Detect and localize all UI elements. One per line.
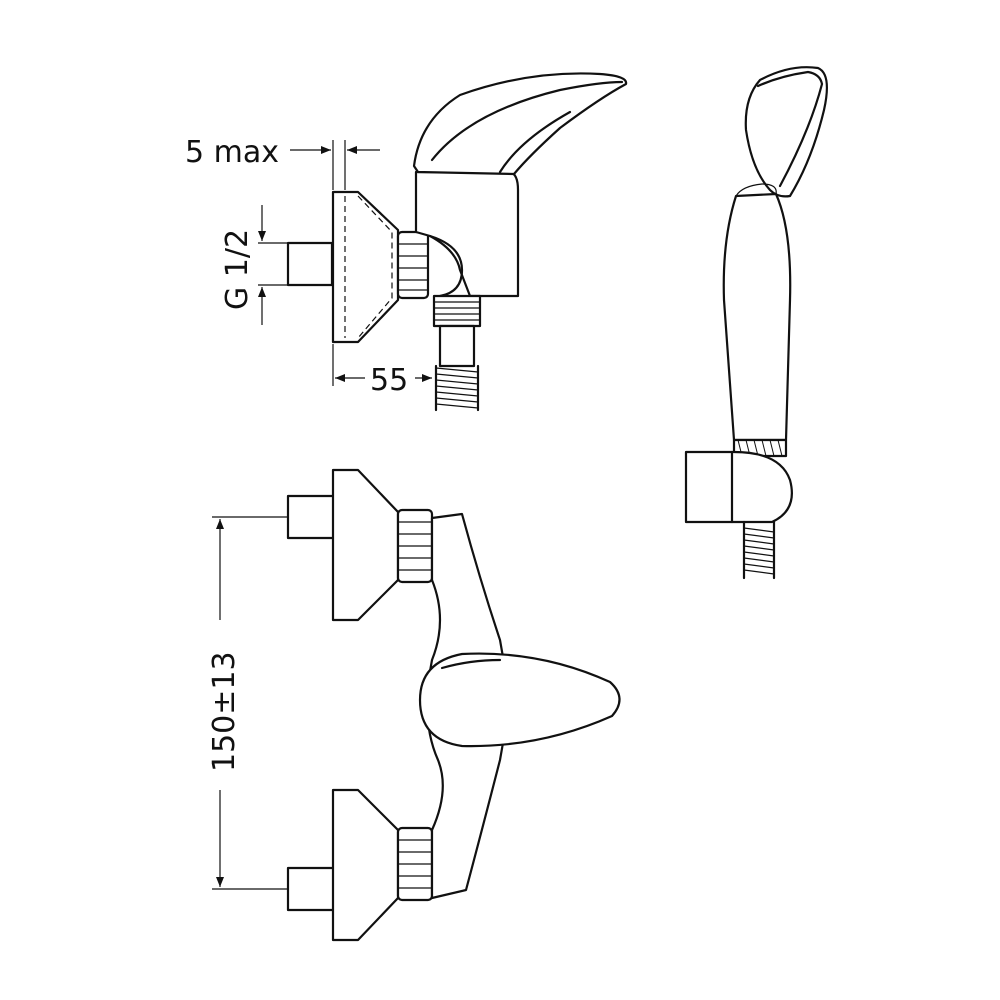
dim-center-distance-label: 150±13: [207, 651, 242, 772]
hand-shower: [684, 66, 829, 580]
dimension-150: 150±13: [207, 516, 288, 890]
lever-handle: [412, 72, 628, 176]
bottom-inlet-pipe: [286, 866, 336, 912]
inlet-pipe: [286, 241, 334, 287]
shower-head: [744, 66, 829, 198]
dimension-thread: G 1/2: [220, 205, 290, 325]
dim-thread-label: G 1/2: [220, 229, 255, 310]
escutcheon: [331, 190, 400, 344]
dimension-5-max: 5 max: [185, 135, 380, 190]
union-nut: [396, 230, 430, 300]
shower-handle: [722, 192, 792, 442]
mixer-body: [414, 170, 520, 298]
bottom-escutcheon: [331, 788, 400, 942]
hose-connector: [438, 324, 476, 368]
front-lever: [418, 652, 621, 748]
top-escutcheon: [331, 468, 400, 622]
mixer-side-view: [286, 72, 628, 412]
dimension-55: 55: [332, 344, 432, 398]
outlet-thread: [432, 294, 482, 328]
mixer-front-view: [286, 468, 621, 942]
dim-depth-label: 55: [370, 363, 408, 398]
shower-holder: [684, 450, 793, 524]
dim-wall-gap-label: 5 max: [185, 135, 279, 170]
top-inlet-pipe: [286, 494, 336, 540]
